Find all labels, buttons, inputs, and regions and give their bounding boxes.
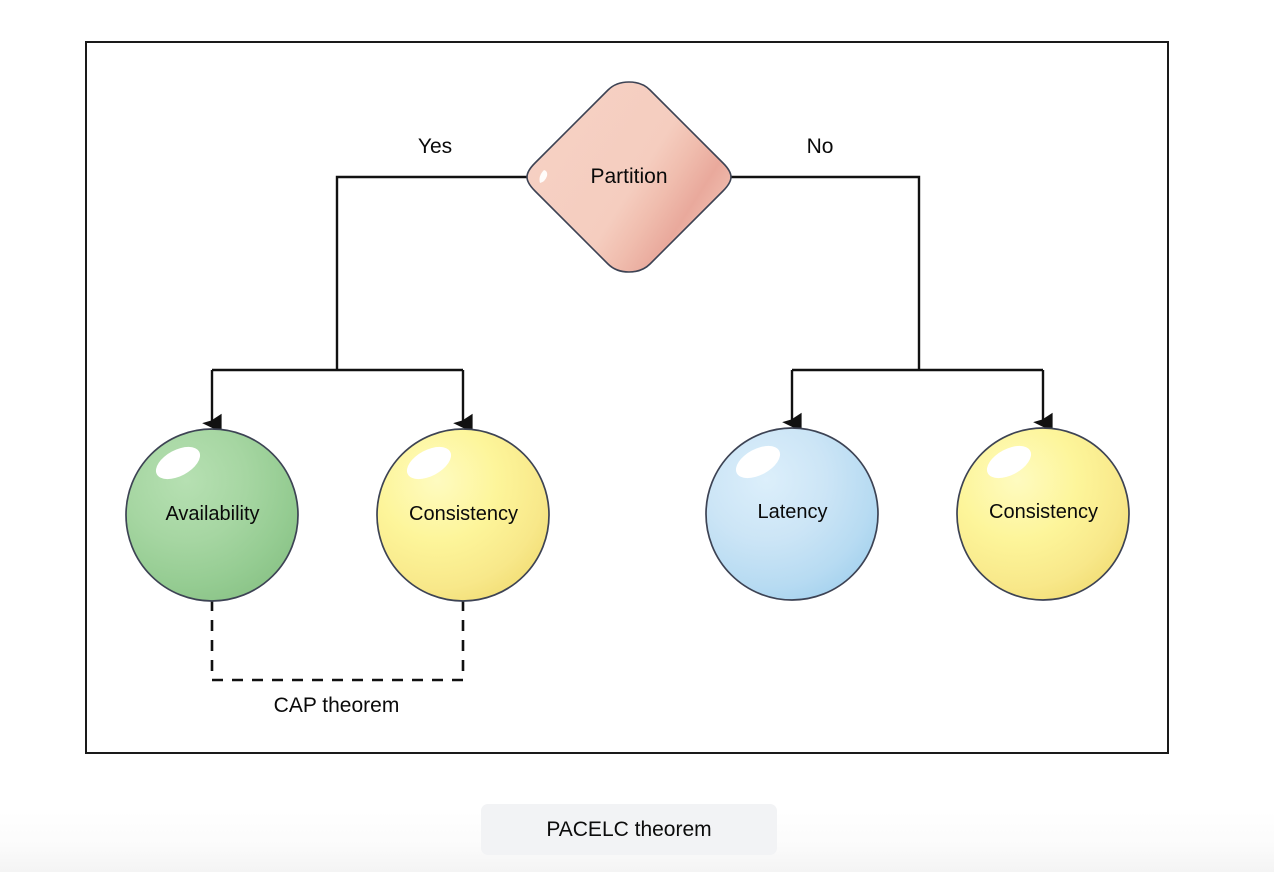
edge-label-yes: Yes [417, 135, 453, 158]
caption-text: PACELC theorem [546, 817, 712, 841]
diagram-frame [85, 41, 1169, 754]
edge-label-no: No [806, 135, 834, 158]
caption-box: PACELC theorem [481, 804, 777, 855]
cap-theorem-label: CAP theorem [273, 694, 400, 717]
